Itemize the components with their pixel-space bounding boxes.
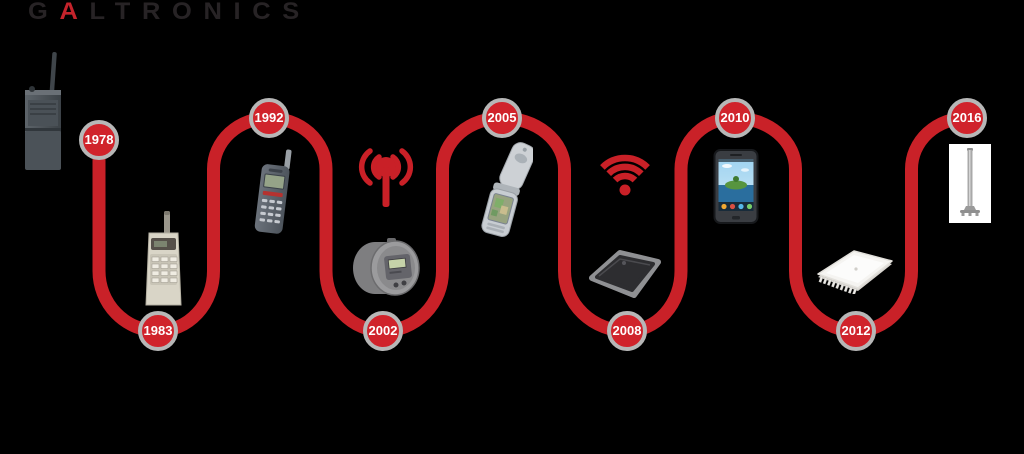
- year-badge-2012: 2012: [836, 311, 876, 351]
- flip-phone-image: [479, 140, 533, 238]
- wifi-signal-icon: [592, 146, 658, 196]
- year-badge-2008: 2008: [607, 311, 647, 351]
- smartphone-image: [713, 149, 759, 224]
- year-badge-1983: 1983: [138, 311, 178, 351]
- year-badge-1978: 1978: [79, 120, 119, 160]
- smart-meter-image: [349, 238, 421, 298]
- logo-rest: LTRONICS: [89, 0, 311, 25]
- timeline-path: [92, 111, 968, 338]
- brick-phone-image: [136, 211, 190, 307]
- radio-antenna-icon: [357, 146, 415, 210]
- logo-letter-a-accent: A: [59, 0, 90, 25]
- galtronics-logo: GALTRONICS: [28, 0, 311, 26]
- candybar-phone-image: [250, 147, 297, 237]
- antenna-pole-image: [949, 144, 991, 223]
- year-badge-1992: 1992: [249, 98, 289, 138]
- logo-letter-g: G: [28, 0, 60, 25]
- wireless-router-image: [588, 248, 662, 300]
- walkie-talkie-image: [20, 52, 66, 174]
- year-badge-2005: 2005: [482, 98, 522, 138]
- ceiling-access-point-image: [810, 244, 898, 294]
- year-badge-2016: 2016: [947, 98, 987, 138]
- year-badge-2002: 2002: [363, 311, 403, 351]
- year-badge-2010: 2010: [715, 98, 755, 138]
